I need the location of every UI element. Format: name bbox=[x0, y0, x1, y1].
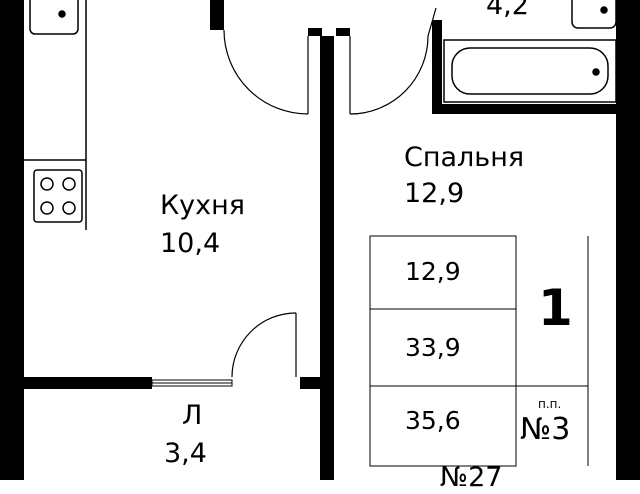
outer-wall-right bbox=[616, 0, 640, 480]
door-kitchen bbox=[223, 29, 309, 115]
summary-living-area: 12,9 bbox=[405, 257, 461, 286]
kitchen-counter bbox=[24, 0, 87, 230]
bedroom-name: Спальня bbox=[404, 142, 525, 173]
bathroom-wall-bottom bbox=[432, 104, 618, 114]
door-jamb-top-left bbox=[308, 28, 322, 36]
outer-wall-left bbox=[0, 0, 24, 480]
loggia-wall-top-right bbox=[300, 377, 334, 389]
wall-stub-top bbox=[210, 0, 224, 30]
summary-table bbox=[369, 235, 589, 467]
floor-plan bbox=[0, 0, 640, 480]
bathroom-wall-left bbox=[432, 20, 442, 112]
bathroom-sink-icon bbox=[571, 0, 617, 29]
apartment-number: №27 bbox=[440, 462, 503, 493]
summary-total-with-loggia: 35,6 bbox=[405, 406, 461, 435]
bathroom-area: 4,2 bbox=[486, 0, 529, 21]
loggia-wall-top-left bbox=[24, 377, 152, 389]
door-jamb-top-right bbox=[336, 28, 350, 36]
door-bedroom bbox=[349, 7, 437, 115]
loggia-area: 3,4 bbox=[164, 438, 207, 469]
stove-icon bbox=[33, 169, 83, 223]
loggia-name: Л bbox=[182, 400, 203, 431]
kitchen-name: Кухня bbox=[160, 190, 246, 221]
summary-rooms-count: 1 bbox=[538, 279, 573, 337]
kitchen-sink-icon bbox=[29, 0, 79, 35]
door-loggia bbox=[231, 312, 297, 378]
bathtub-icon bbox=[443, 39, 617, 103]
bedroom-area: 12,9 bbox=[404, 178, 465, 209]
partition-wall-center bbox=[320, 36, 334, 480]
summary-index-number: №3 bbox=[520, 412, 571, 447]
summary-total-area: 33,9 bbox=[405, 333, 461, 362]
summary-index-caption: п.п. bbox=[538, 397, 562, 411]
kitchen-area: 10,4 bbox=[160, 228, 221, 259]
